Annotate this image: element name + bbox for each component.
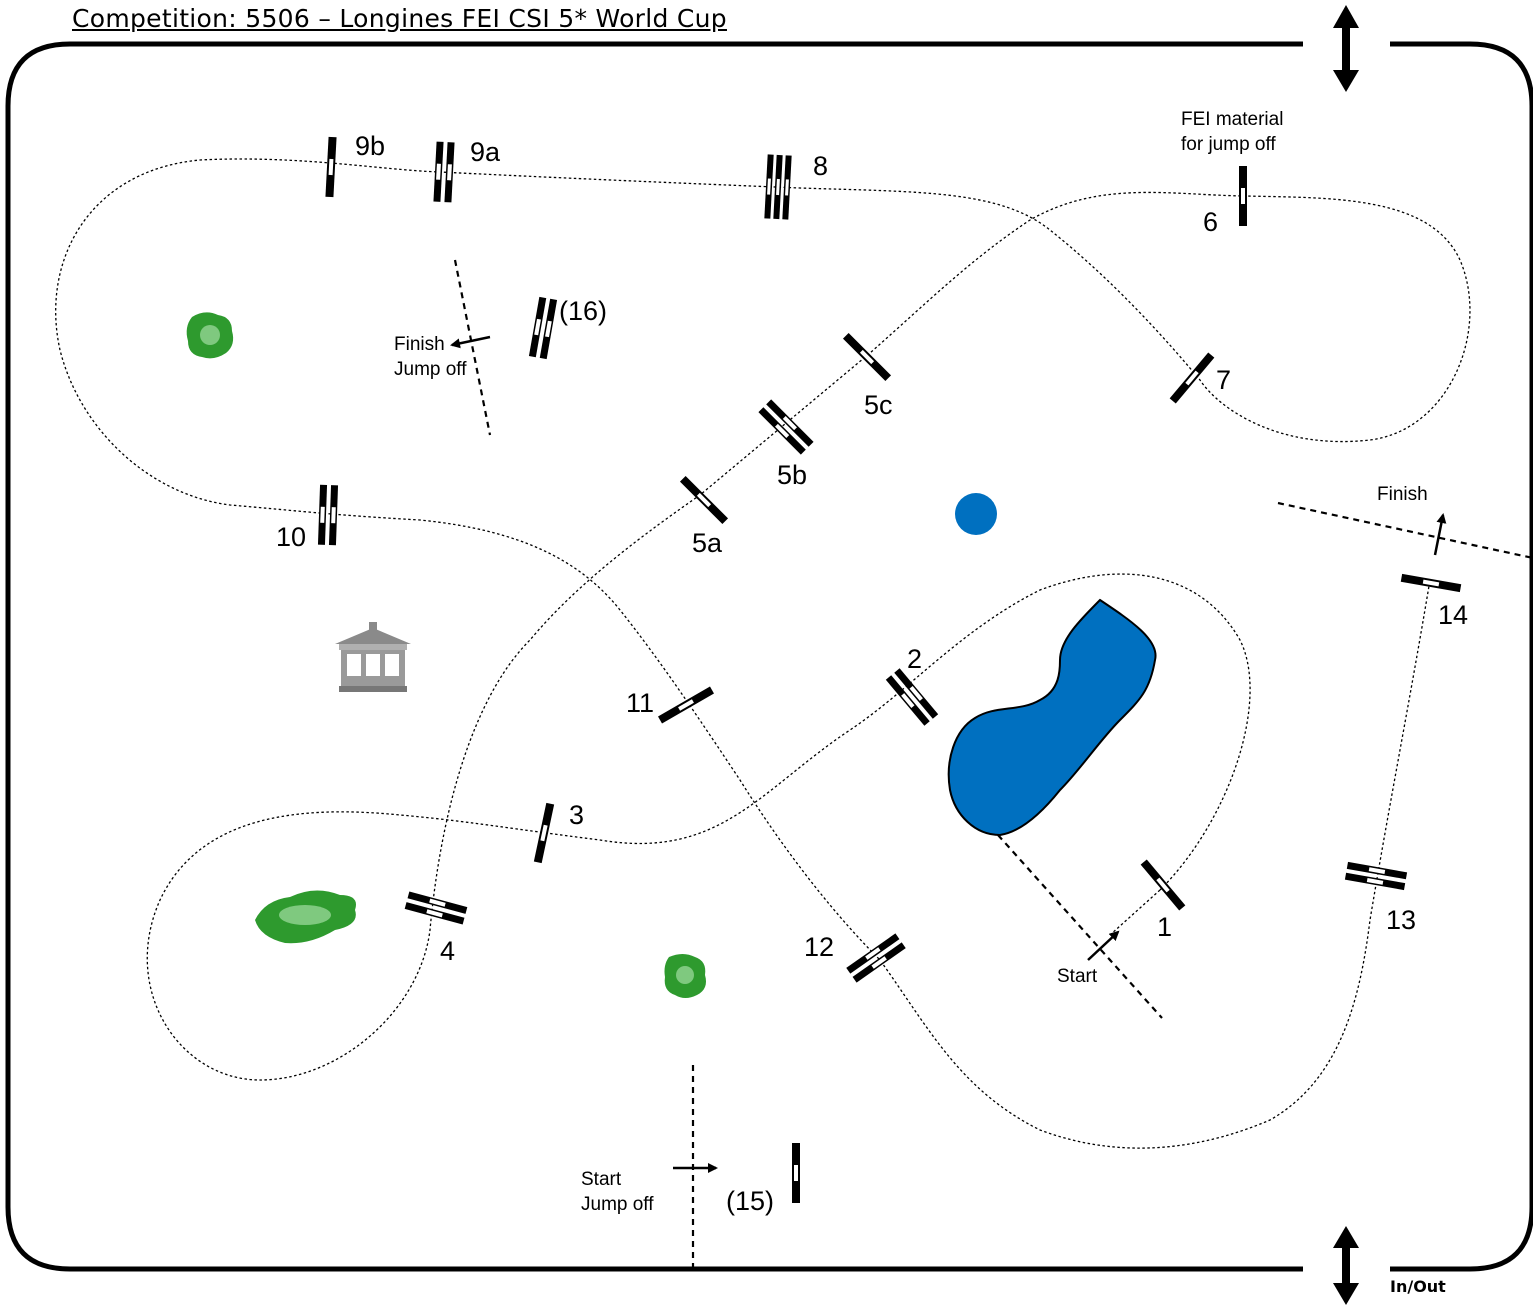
fence-15-label: (15) — [726, 1186, 774, 1216]
fence-11-label: 11 — [626, 688, 654, 718]
finish-label: Finish — [1377, 484, 1428, 505]
fence-7-label: 7 — [1216, 365, 1231, 395]
fence-5a-label: 5a — [692, 528, 723, 558]
fence-5b-label: 5b — [777, 460, 807, 490]
fei-material-label-line2: for jump off — [1181, 134, 1276, 155]
finish-jump-off-label-line2: Jump off — [394, 359, 467, 380]
bush-icon — [664, 954, 706, 998]
fence-9a-label: 9a — [470, 137, 501, 167]
fence-16-label: (16) — [559, 296, 607, 326]
fence-1-label: 1 — [1157, 912, 1172, 942]
fence-6 — [1239, 166, 1247, 226]
start-label: Start — [1057, 966, 1098, 987]
fence-4 — [404, 891, 468, 925]
fence-9b-label: 9b — [355, 131, 385, 161]
fence-8-label: 8 — [813, 151, 828, 181]
riding-track — [55, 158, 1471, 1149]
finish-jump-off-label-line1: Finish — [394, 334, 445, 355]
in-out-arrow-icon — [1333, 1226, 1359, 1305]
bush-icon — [255, 890, 356, 944]
fence-4-label: 4 — [440, 936, 455, 966]
fence-12-label: 12 — [804, 932, 834, 962]
bush-icon — [186, 312, 234, 359]
fence-15 — [792, 1143, 800, 1203]
fence-5a — [679, 475, 729, 525]
fence-6-label: 6 — [1203, 207, 1218, 237]
fence-9b — [325, 136, 337, 198]
fence-5c-label: 5c — [864, 390, 893, 420]
fence-10-label: 10 — [276, 522, 306, 552]
gazebo-icon — [335, 622, 411, 692]
in-out-label: In/Out — [1390, 1277, 1446, 1296]
fence-8 — [764, 154, 792, 220]
water-feature-small — [955, 493, 997, 535]
competition-title: Competition: 5506 – Longines FEI CSI 5* … — [72, 4, 727, 33]
fence-12 — [846, 933, 906, 983]
top-gap-arrow-icon — [1333, 5, 1359, 92]
fence-13-label: 13 — [1386, 905, 1416, 935]
start-jump-off-label-line2: Jump off — [581, 1194, 654, 1215]
fence-1 — [1140, 859, 1186, 911]
fence-3-label: 3 — [569, 800, 584, 830]
fence-11 — [658, 686, 714, 724]
fence-2-label: 2 — [907, 644, 922, 674]
fence-13 — [1344, 861, 1408, 891]
fence-14-label: 14 — [1438, 600, 1468, 630]
fence-14 — [1400, 573, 1462, 593]
fence-7 — [1169, 352, 1215, 404]
fence-2 — [885, 668, 939, 726]
fence-16 — [528, 296, 558, 360]
fence-10 — [317, 484, 339, 546]
pond-water — [947, 598, 1157, 837]
arena-border — [5, 41, 1533, 1272]
start-jump-off-label-line1: Start — [581, 1169, 622, 1190]
fence-5b — [758, 399, 814, 455]
fei-material-label-line1: FEI material — [1181, 109, 1283, 130]
